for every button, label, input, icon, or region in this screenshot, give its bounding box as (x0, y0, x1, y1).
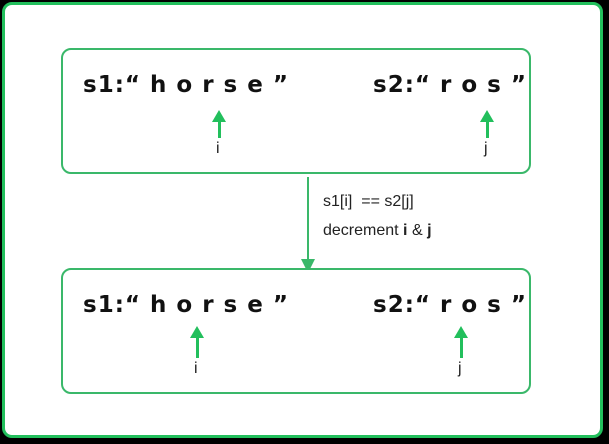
string-s1: s1:“ h o r s e ” (83, 292, 289, 318)
transition-condition: s1[i] == s2[j] (323, 193, 414, 210)
string-s2: s2:“ r o s ” (373, 72, 527, 98)
string-s1: s1:“ h o r s e ” (83, 72, 289, 98)
pointer-j-label: j (484, 140, 488, 157)
transition-action: decrement i & j (323, 222, 432, 239)
pointer-j-label: j (458, 360, 462, 377)
pointer-i-label: i (194, 360, 198, 377)
state-box-before: s1:“ h o r s e ” s2:“ r o s ” i j (61, 48, 531, 174)
diagram-frame: s1:“ h o r s e ” s2:“ r o s ” i j s1[i] … (2, 2, 603, 438)
state-box-after: s1:“ h o r s e ” s2:“ r o s ” i j (61, 268, 531, 394)
pointer-i-label: i (216, 140, 220, 157)
transition-line (307, 177, 309, 261)
string-s2: s2:“ r o s ” (373, 292, 527, 318)
